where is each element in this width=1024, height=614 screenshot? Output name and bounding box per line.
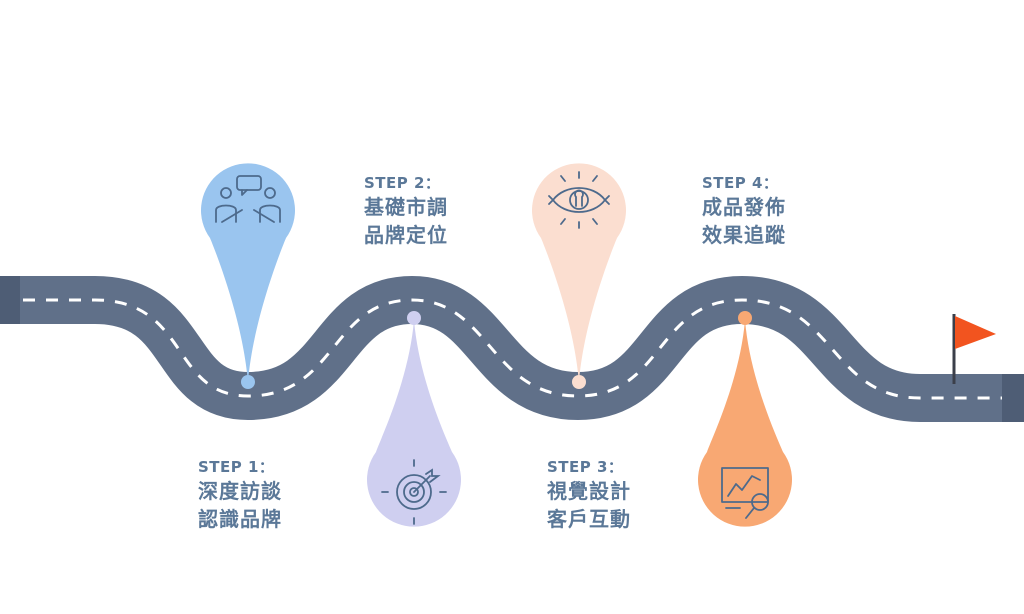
step1-line2: 認識品牌 <box>198 507 282 531</box>
step3-pin <box>532 163 626 389</box>
step1-pin <box>201 163 295 389</box>
step4-text: STEP 4： 成品發佈 效果追蹤 <box>702 172 786 249</box>
step2-text: STEP 2： 基礎市調 品牌定位 <box>364 172 448 249</box>
step4-pin <box>698 311 792 527</box>
step1-text: STEP 1： 深度訪談 認識品牌 <box>198 456 282 533</box>
step3-text: STEP 3： 視覺設計 客戶互動 <box>547 456 631 533</box>
step1-line1: 深度訪談 <box>198 479 282 503</box>
eye-idea-icon <box>548 171 610 229</box>
step4-line1: 成品發佈 <box>702 195 786 219</box>
step2-pin <box>366 311 461 527</box>
step4-label: STEP 4： <box>702 174 779 192</box>
road-end-cap <box>1002 374 1024 422</box>
step3-label: STEP 3： <box>547 458 624 476</box>
step2-label: STEP 2： <box>364 174 441 192</box>
step1-label: STEP 1： <box>198 458 275 476</box>
step3-line1: 視覺設計 <box>547 479 631 503</box>
step4-line2: 效果追蹤 <box>702 223 786 247</box>
chart-search-icon <box>721 467 769 519</box>
finish-flag-icon <box>952 314 996 384</box>
road-start-cap <box>0 276 20 324</box>
target-icon <box>381 459 447 525</box>
road <box>0 275 1024 422</box>
interview-people-icon <box>215 175 281 223</box>
step2-line2: 品牌定位 <box>364 223 448 247</box>
step3-line2: 客戶互動 <box>547 507 631 531</box>
step2-line1: 基礎市調 <box>364 195 448 219</box>
